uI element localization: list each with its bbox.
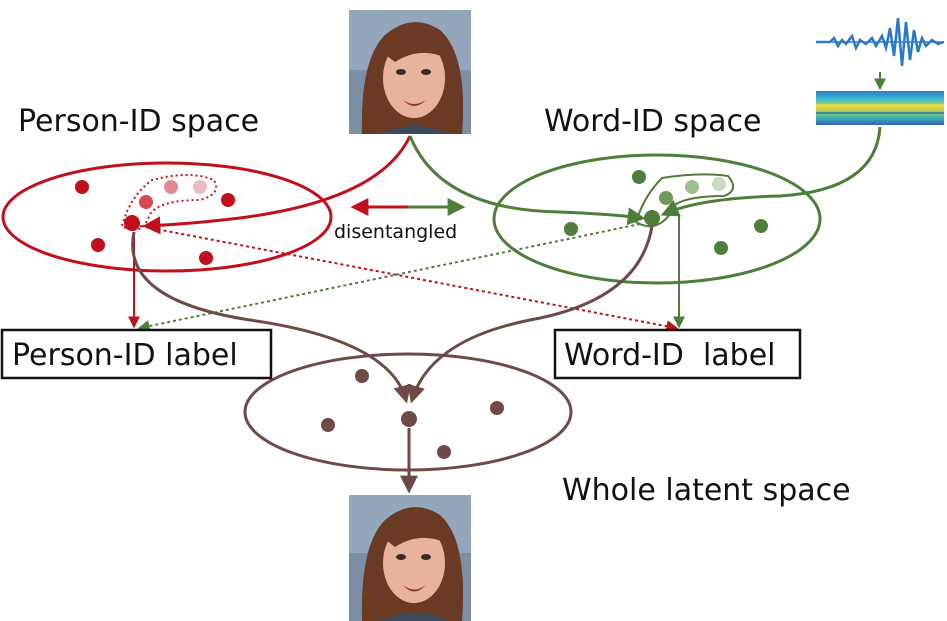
person-point-selected: [124, 215, 140, 231]
person-id-space-title: Person-ID space: [18, 104, 259, 139]
word-point: [632, 170, 646, 184]
person-to-word-label-dotted-arrow: [139, 225, 679, 333]
word-to-person-label-dotted-arrow: [137, 223, 641, 332]
person-point: [221, 193, 235, 207]
whole-latent-space-title: Whole latent space: [562, 473, 851, 508]
word-point: [714, 241, 728, 255]
word-to-latent-arrow: [407, 225, 654, 404]
face-photo-top-icon: [349, 10, 471, 134]
person-point: [75, 180, 89, 194]
latent-point-selected: [401, 411, 417, 427]
whole-latent-points: [321, 369, 504, 459]
word-point: [659, 191, 673, 205]
word-point: [564, 222, 578, 236]
word-point-selected: [644, 210, 660, 226]
word-id-points: [564, 170, 768, 255]
disentangled-label: disentangled: [334, 221, 457, 243]
spectrogram-icon: [816, 91, 944, 125]
audio-waveform-icon: [816, 17, 945, 67]
latent-point: [437, 445, 451, 459]
person-point: [139, 195, 153, 209]
person-cluster-outline: [120, 174, 218, 231]
person-point-faded: [164, 180, 178, 194]
face-photo-bottom-icon: [349, 495, 471, 621]
word-id-space-title: Word-ID space: [544, 104, 761, 139]
face-to-person-arrow: [142, 135, 412, 235]
latent-point: [490, 401, 504, 415]
word-id-label-box: Word-ID label: [553, 328, 802, 380]
person-point: [91, 238, 105, 252]
person-id-label-box: Person-ID label: [0, 328, 273, 380]
person-id-space-ellipse: [1, 161, 333, 273]
word-point-faded: [712, 177, 726, 191]
word-point-faded: [685, 180, 699, 194]
person-id-points: [75, 180, 235, 265]
person-id-label-text: Person-ID label: [12, 338, 238, 373]
face-to-word-arrow: [408, 135, 646, 226]
word-id-space-ellipse: [492, 153, 822, 285]
person-point-faded: [193, 180, 207, 194]
person-point: [199, 251, 213, 265]
person-to-latent-arrow: [131, 231, 411, 404]
latent-point: [355, 369, 369, 383]
word-id-label-text: Word-ID label: [564, 338, 776, 373]
latent-point: [321, 418, 335, 432]
word-point: [754, 219, 768, 233]
audio-to-word-arrow: [660, 126, 882, 217]
